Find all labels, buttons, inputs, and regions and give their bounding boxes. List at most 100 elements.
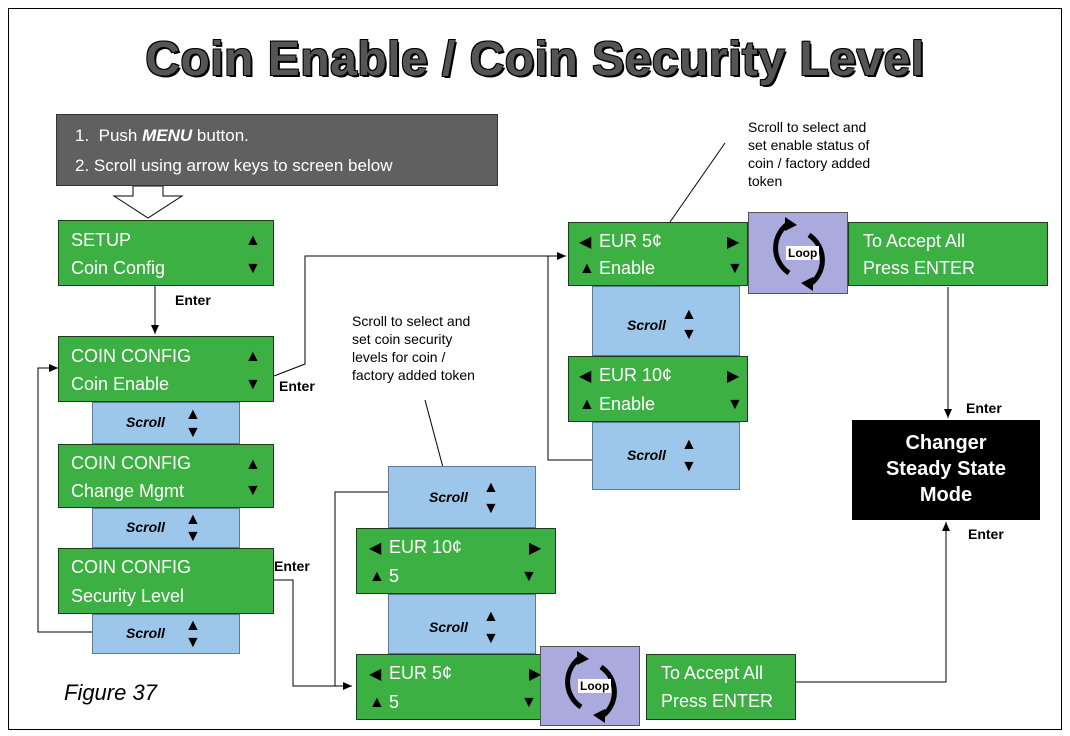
screen-line-1: COIN CONFIG [71,453,191,473]
screen-line-1: SETUP [71,230,132,250]
security-note: Scroll to select and set coin security l… [352,312,475,384]
right-arrow-icon: ▶ [727,368,740,385]
screen-line-1: EUR 10¢ [599,365,673,385]
scroll-box: Scroll ▲ ▼ [388,466,536,528]
figure-caption: Figure 37 [64,680,157,705]
left-arrow-icon: ◀ [369,540,382,557]
eur10-enable-screen: ◀ EUR 10¢ ▶ ▲ Enable ▼ [568,356,748,422]
changer-line-2: Steady State [885,458,1007,480]
scroll-label: Scroll [429,619,468,635]
screen-line-2: Enable [599,258,656,278]
step-number: 1. [75,126,90,145]
coin-enable-screen: COIN CONFIG Coin Enable ▲ ▼ [58,336,274,402]
left-arrow-icon: ◀ [579,368,592,385]
screen-line-1: EUR 5¢ [389,663,453,683]
screen-line-1: EUR 10¢ [389,537,463,557]
loop-icon [565,651,617,723]
screen-line-2: Press ENTER [863,258,976,278]
security-level-screen: COIN CONFIG Security Level [58,548,274,614]
enter-label: Enter [279,378,315,394]
down-arrow-icon: ▼ [521,568,537,585]
scroll-box: Scroll ▲ ▼ [592,422,740,490]
note-line: factory added token [352,367,475,383]
note-line: levels for coin / [352,349,446,365]
note-line: Scroll to select and [352,313,471,329]
note-line: set enable status of [748,137,870,153]
instruction-step-2: 2. Scroll using arrow keys to screen bel… [75,156,393,175]
down-arrow-icon: ▼ [245,260,261,277]
eur10-security-screen: ◀ EUR 10¢ ▶ ▲ 5 ▼ [356,528,556,594]
up-arrow-icon: ▲ [245,348,261,365]
down-arrow-icon: ▼ [185,528,201,545]
changer-line-3: Mode [919,484,973,506]
screen-line-2: 5 [389,566,400,586]
up-arrow-icon: ▲ [681,436,697,453]
screen-line-2: Coin Enable [71,374,170,394]
scroll-label: Scroll [126,625,165,641]
screen-line-2: Security Level [71,586,185,606]
down-arrow-icon: ▼ [483,630,499,647]
down-arrow-icon: ▼ [521,694,537,711]
down-arrow-icon: ▼ [483,500,499,517]
screen-line-1: COIN CONFIG [71,346,191,366]
down-arrow-icon: ▼ [245,376,261,393]
screen-line-1: EUR 5¢ [599,231,663,251]
scroll-box: Scroll ▲ ▼ [92,402,240,444]
enter-label: Enter [175,292,211,308]
screen-line-1: COIN CONFIG [71,557,191,577]
screen-line-2: Change Mgmt [71,481,185,501]
right-arrow-icon: ▶ [529,666,542,683]
screen-line-2: Press ENTER [661,691,774,711]
loop-label: Loop [786,246,820,260]
up-arrow-icon: ▲ [185,406,201,423]
step1-text: Push [98,126,143,145]
accept-all-screen: To Accept All Press ENTER [646,654,796,720]
screen-line-1: To Accept All [863,231,966,251]
loop-box: Loop [540,646,640,726]
scroll-box: Scroll ▲ ▼ [92,614,240,654]
down-arrow-icon: ▼ [727,396,743,413]
note-line: Scroll to select and [748,119,867,135]
scroll-label: Scroll [126,414,165,430]
down-arrow-icon: ▼ [245,482,261,499]
loop-icon [773,217,825,291]
screen-line-1: To Accept All [661,663,764,683]
note-line: coin / factory added [748,155,871,171]
right-arrow-icon: ▶ [727,234,740,251]
accept-all-screen: To Accept All Press ENTER [848,222,1048,286]
enable-note: Scroll to select and set enable status o… [748,118,870,190]
up-arrow-icon: ▲ [483,479,499,496]
note-line: token [748,173,783,189]
scroll-box: Scroll ▲ ▼ [592,286,740,356]
left-arrow-icon: ◀ [579,234,592,251]
up-arrow-icon: ▲ [185,617,201,634]
screen-line-2: Enable [599,394,656,414]
down-arrow-icon: ▼ [681,458,697,475]
menu-key-label: MENU [142,126,193,145]
up-arrow-icon: ▲ [245,232,261,249]
screen-line-2: Coin Config [71,258,166,278]
instruction-step-1: 1. Push MENU button. [75,126,249,146]
right-arrow-icon: ▶ [529,540,542,557]
down-arrow-icon: ▼ [185,634,201,651]
down-arrow-icon: ▼ [727,260,743,277]
changer-line-1: Changer [905,432,987,454]
change-mgmt-screen: COIN CONFIG Change Mgmt ▲ ▼ [58,444,274,508]
up-arrow-icon: ▲ [579,396,595,413]
up-arrow-icon: ▲ [681,306,697,323]
enter-label: Enter [966,400,1002,416]
note-line: set coin security [352,331,453,347]
scroll-box: Scroll ▲ ▼ [388,594,536,654]
enter-label: Enter [968,526,1004,542]
step1-text-end: button. [192,126,249,145]
up-arrow-icon: ▲ [579,260,595,277]
up-arrow-icon: ▲ [483,608,499,625]
scroll-label: Scroll [627,317,666,333]
eur5-enable-screen: ◀ EUR 5¢ ▶ ▲ Enable ▼ [568,222,748,286]
page-title: Coin Enable / Coin Security Level [145,33,925,86]
loop-label: Loop [578,679,612,693]
scroll-label: Scroll [627,447,666,463]
enter-label: Enter [274,558,310,574]
up-arrow-icon: ▲ [369,694,385,711]
